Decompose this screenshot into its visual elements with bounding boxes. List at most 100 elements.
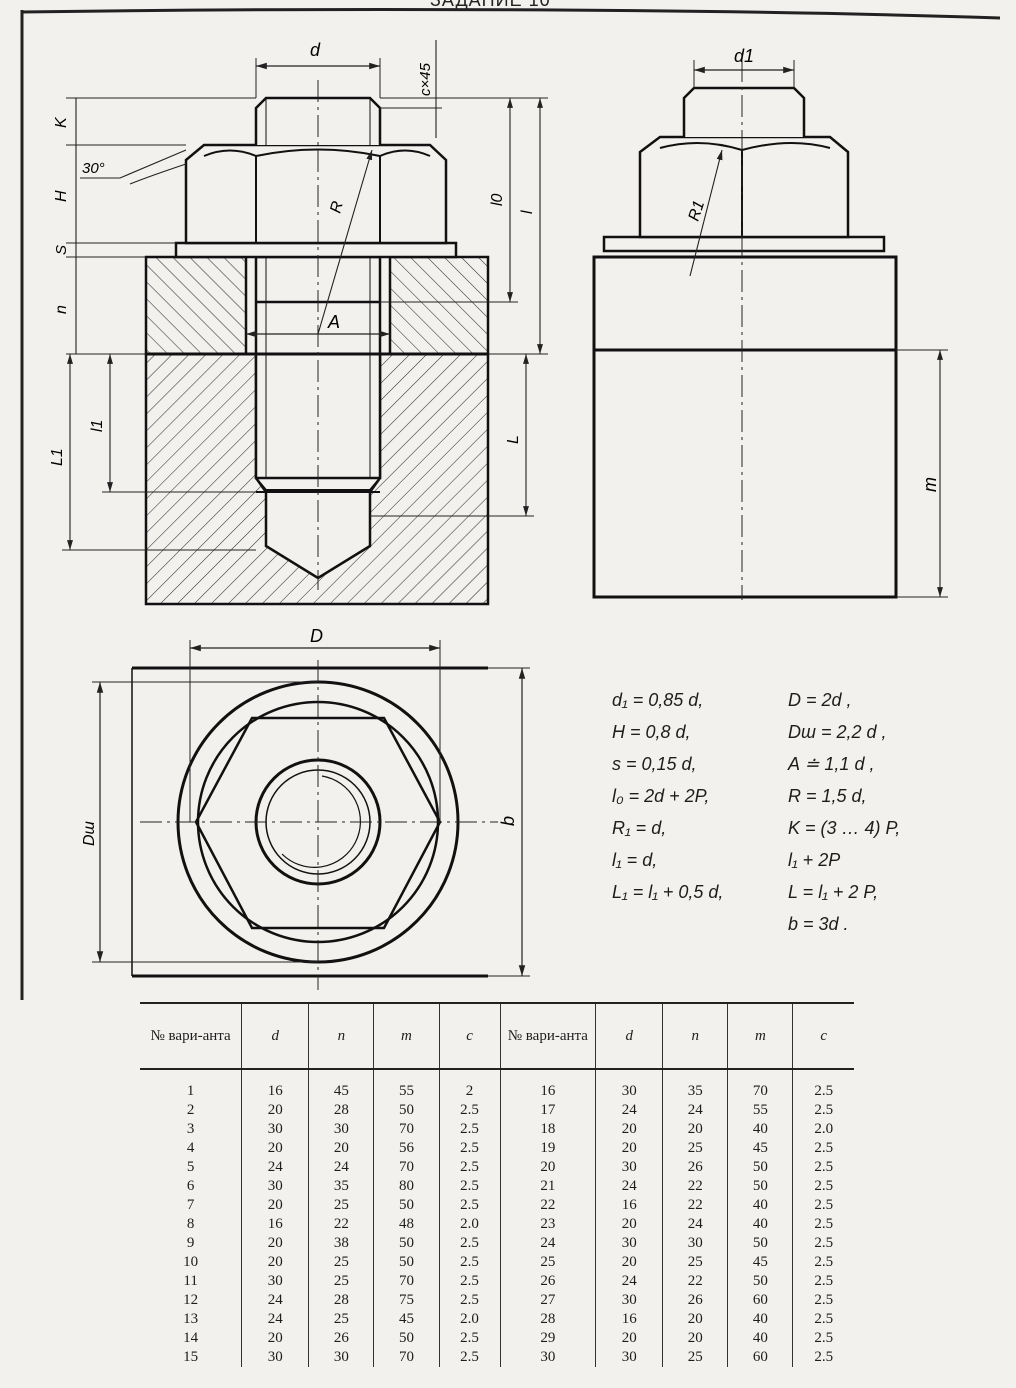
cell-m: 50 [373,1234,440,1253]
label-l: l [519,210,536,214]
cell-d-2: 20 [595,1253,663,1272]
leader-R1 [689,149,723,277]
cell-d-2: 30 [595,1291,663,1310]
cell-n-2: 24 [662,1101,728,1120]
table-header-row: № вари-анта d n m c № вари-анта d n m c [140,1002,854,1070]
leader-R [317,149,373,335]
formula-line: Dш = 2,2 d , [788,722,887,742]
cell-d: 20 [241,1253,309,1272]
spacer-cell [727,1069,793,1082]
label-cx45: c×45 [417,62,434,96]
cell-n-2: 30 [662,1234,728,1253]
cell-n-2: 24 [662,1215,728,1234]
cell-n: 20 [308,1139,374,1158]
cell-m-2: 60 [727,1348,793,1367]
cell-variant: 3 [186,1121,195,1137]
cell-c-2: 2.5 [792,1196,854,1215]
cell-variant-2: 19 [499,1139,596,1158]
cell-c-2: 2.5 [792,1177,854,1196]
cell-d-2: 20 [595,1120,663,1139]
cell-c: 2.5 [438,1101,501,1120]
formula-line: A ≐ 1,1 d , [788,754,875,774]
formula-list: d₁ = 0,85 d, H = 0,8 d, s = 0,15 d, l₀ =… [612,684,942,934]
cell-m: 70 [373,1348,440,1367]
cell-n: 25 [308,1196,374,1215]
cell-m-2: 45 [727,1253,793,1272]
cell-n: 30 [308,1348,374,1367]
cell-m: 48 [373,1215,440,1234]
cell-c-2: 2.5 [792,1272,854,1291]
cell-n-2: 22 [662,1272,728,1291]
cell-c: 2.5 [438,1291,501,1310]
cell-c: 2.5 [438,1348,501,1367]
cell-variant-2: 22 [499,1196,596,1215]
cell-m-2: 40 [727,1196,793,1215]
formula-column-left: d₁ = 0,85 d, H = 0,8 d, s = 0,15 d, l₀ =… [612,684,782,908]
bolt-assembly-drawing: d c×45 K 30° H S n R A l0 l l1 L1 L d1 R… [20,8,1001,1000]
cell-variant-2: 16 [499,1082,596,1101]
cell-variant-2: 21 [499,1177,596,1196]
cell-n: 25 [308,1272,374,1291]
cell-c: 2.5 [438,1139,501,1158]
cell-variant: 2 [186,1102,195,1118]
nut-chamfer-arcs [203,148,431,157]
cell-c: 2 [438,1082,501,1101]
spacer-cell [792,1069,854,1082]
cell-c-2: 2.5 [792,1139,854,1158]
label-l0: l0 [489,193,506,206]
label-b: b [498,816,518,826]
label-l1: l1 [89,420,106,432]
cell-d: 24 [241,1158,309,1177]
cell-m-2: 50 [727,1158,793,1177]
label-a: A [327,312,340,332]
cell-m-2: 50 [727,1177,793,1196]
cell-d: 20 [241,1329,309,1348]
cell-n: 24 [308,1158,374,1177]
formula-line: H = 0,8 d, [612,722,691,742]
cell-variant-2: 27 [499,1291,596,1310]
formula-line: l₀ = 2d + 2P, [612,786,710,806]
formula-line: L = l₁ + 2 P, [788,882,879,902]
cell-m: 80 [373,1177,440,1196]
label-L: L [505,435,522,444]
cell-n: 38 [308,1234,374,1253]
cell-variant-2: 20 [499,1158,596,1177]
nut [184,143,448,245]
top-plate-right [388,255,490,356]
stud-tip [255,477,381,491]
cell-n-2: 25 [662,1139,728,1158]
cell-d: 20 [241,1196,309,1215]
formula-line: l₁ = d, [612,850,658,870]
label-dsh: Dш [81,821,98,846]
label-L1: L1 [49,448,66,466]
header-m-2: m [727,1002,793,1070]
cell-m-2: 50 [727,1234,793,1253]
cell-variant: 7 [186,1197,195,1213]
cell-variant: 8 [186,1216,195,1232]
cell-n-2: 20 [662,1120,728,1139]
cell-m: 56 [373,1139,440,1158]
formula-line: D = 2d , [788,690,852,710]
cell-d: 24 [241,1310,309,1329]
label-m: m [920,477,940,492]
header-d: d [241,1002,309,1070]
cell-n-2: 22 [662,1196,728,1215]
label-h: H [53,190,70,202]
cell-d-2: 30 [595,1234,663,1253]
spacer-cell [241,1069,309,1082]
cell-m: 50 [373,1196,440,1215]
cell-n: 22 [308,1215,374,1234]
spacer-cell [373,1069,440,1082]
cell-d: 16 [241,1215,309,1234]
cell-c-2: 2.5 [792,1101,854,1120]
label-n: n [53,305,70,314]
header-d-2: d [595,1002,663,1070]
